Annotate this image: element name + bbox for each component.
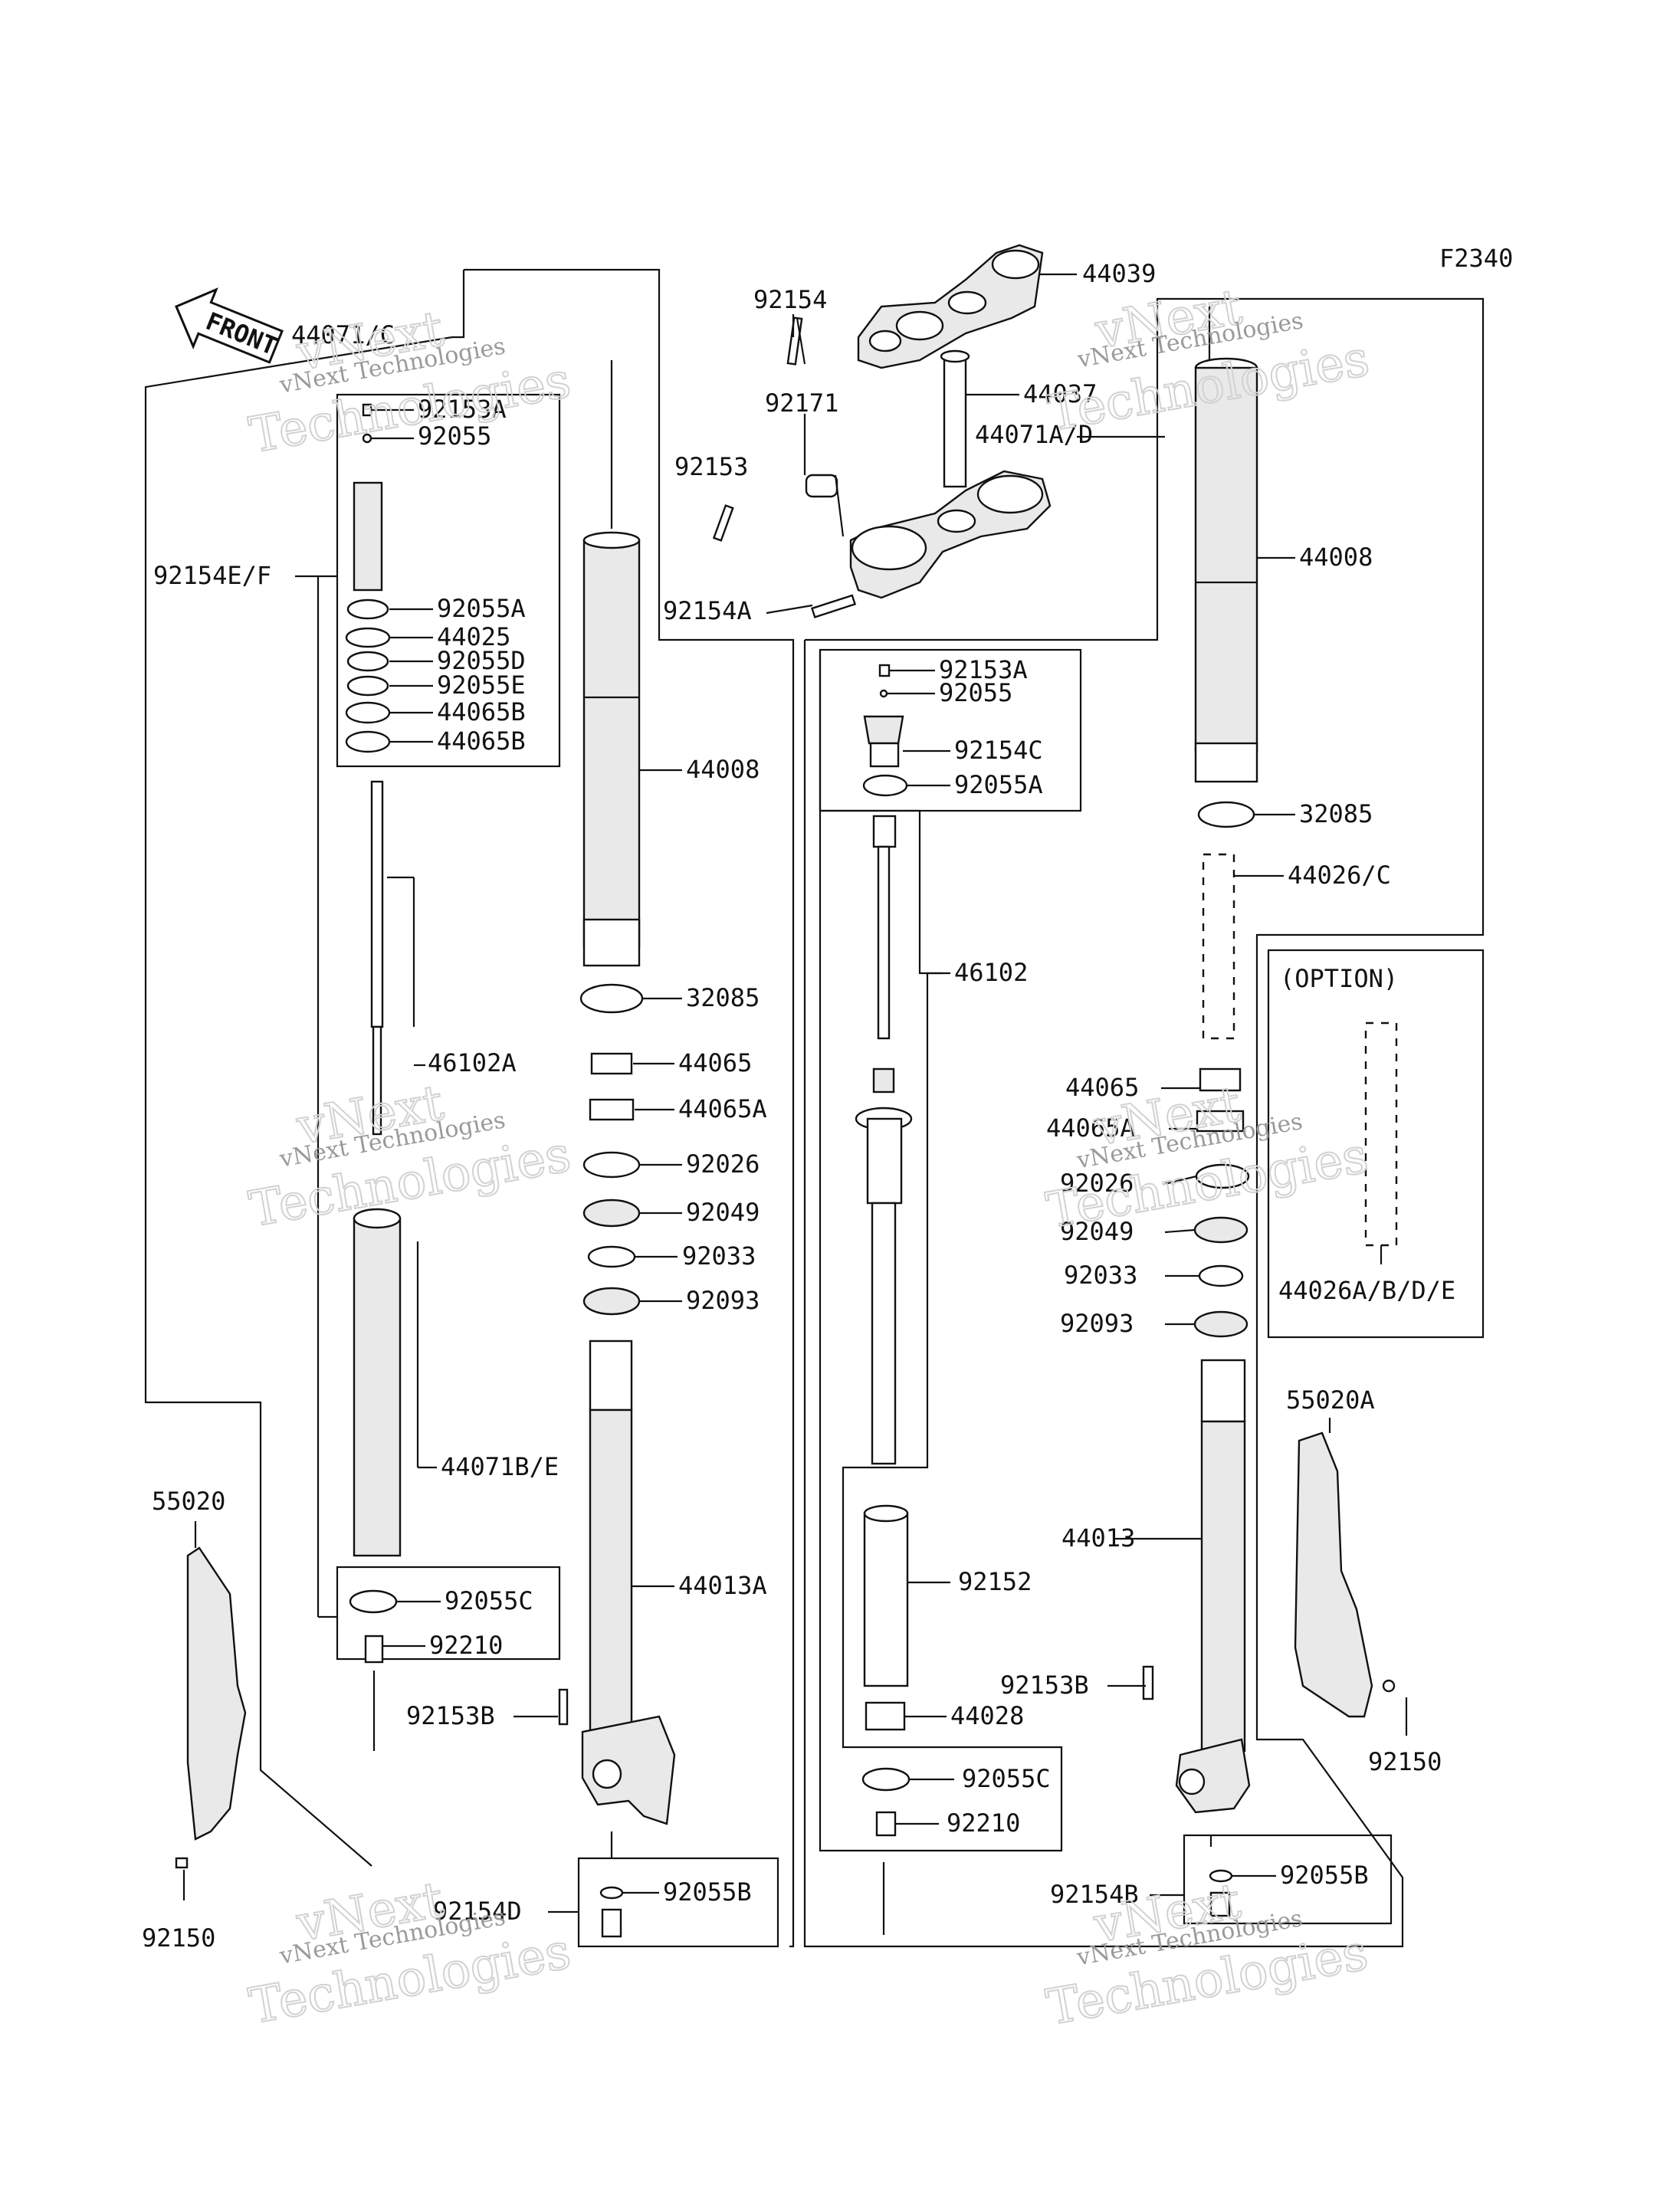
label-right-92152: 92152: [958, 1567, 1032, 1596]
clamp-bolts: [712, 316, 857, 618]
diagram-code: F2340: [1439, 244, 1513, 273]
label-right-92055c: 92055C: [962, 1764, 1051, 1793]
label-left-44008: 44008: [686, 755, 760, 784]
right-outer-tube: [1194, 307, 1258, 783]
label-44039: 44039: [1082, 259, 1156, 288]
label-left-44071b-e: 44071B/E: [441, 1452, 559, 1481]
label-right-32085: 32085: [1299, 799, 1373, 828]
label-left-44065: 44065: [678, 1048, 752, 1077]
label-left-92154e-f: 92154E/F: [153, 561, 271, 590]
label-right-46102: 46102: [954, 958, 1028, 987]
label-right-92154c: 92154C: [954, 736, 1043, 765]
label-left-44013a: 44013A: [678, 1571, 767, 1600]
label-right-44026a-b-d-e: 44026A/B/D/E: [1278, 1276, 1455, 1305]
label-left-44065b-2: 44065B: [437, 726, 526, 756]
label-right-92154b: 92154B: [1050, 1880, 1139, 1909]
label-right-55020a: 55020A: [1286, 1385, 1375, 1415]
leader-lines: [182, 273, 1408, 1913]
label-44037: 44037: [1023, 379, 1097, 408]
label-left-92033: 92033: [682, 1241, 756, 1271]
left-seal-stack: [579, 983, 644, 1316]
label-44071a-d: 44071A/D: [975, 420, 1093, 449]
option-spring: [1364, 1021, 1398, 1264]
option-label: (OPTION): [1280, 964, 1398, 993]
left-damper-rod: [370, 780, 415, 1136]
label-right-92055a: 92055A: [954, 770, 1043, 799]
label-left-92153b: 92153B: [406, 1701, 495, 1730]
label-44071-c: 44071/C: [291, 320, 395, 349]
lower-triple-clamp: [849, 470, 1052, 599]
left-cartridge-top: [345, 403, 391, 753]
right-damper-rod: [855, 815, 950, 1465]
label-right-92055b: 92055B: [1280, 1861, 1369, 1890]
front-arrow-icon: FRONT: [175, 287, 284, 364]
part-labels: 44039 92154 44071/C 44037 92171 44071A/D…: [142, 259, 1455, 1953]
label-left-92154d: 92154D: [433, 1897, 522, 1926]
label-right-44065: 44065: [1065, 1073, 1139, 1102]
upper-triple-clamp: [857, 244, 1044, 369]
label-right-92055: 92055: [939, 678, 1012, 707]
label-right-44013: 44013: [1061, 1523, 1135, 1553]
label-left-55020: 55020: [152, 1487, 225, 1516]
right-cartridge-top: [862, 664, 908, 797]
left-fork-guard: [186, 1546, 247, 1841]
right-fork-guard: [1294, 1431, 1396, 1718]
watermark-top-left: vNext vNext Technologies Technologies: [244, 300, 576, 465]
label-left-44025: 44025: [437, 622, 510, 651]
label-right-92150: 92150: [1368, 1747, 1442, 1776]
left-lower-small-parts: [175, 1589, 624, 1938]
label-left-44065a: 44065A: [678, 1094, 767, 1123]
watermark-bottom-left: vNext vNext Technologies Technologies: [244, 1871, 576, 2036]
right-spring-and-seals: [1193, 801, 1255, 1338]
label-92154: 92154: [753, 285, 827, 314]
label-left-92026: 92026: [686, 1149, 760, 1179]
label-left-92153a: 92153A: [418, 395, 507, 424]
label-92154a: 92154A: [663, 596, 752, 625]
right-small-parts: [861, 1504, 911, 1935]
label-left-46102a: 46102A: [428, 1048, 517, 1077]
label-left-92055d: 92055D: [437, 646, 526, 675]
label-left-32085: 32085: [686, 983, 760, 1012]
label-right-92153a: 92153A: [939, 655, 1028, 684]
label-left-92093: 92093: [686, 1286, 760, 1315]
label-right-92210: 92210: [947, 1808, 1020, 1838]
label-left-92049: 92049: [686, 1198, 760, 1227]
label-left-92055c: 92055C: [445, 1586, 533, 1615]
left-cartridge-cylinder: [353, 1208, 419, 1557]
label-left-92055b: 92055B: [663, 1877, 752, 1907]
label-right-92049: 92049: [1060, 1217, 1134, 1246]
watermark-mid-left: vNext vNext Technologies Technologies: [244, 1074, 576, 1239]
left-outer-tube: [582, 360, 641, 967]
label-92153: 92153: [674, 452, 748, 481]
label-right-92033: 92033: [1064, 1261, 1137, 1290]
label-right-44008: 44008: [1299, 543, 1373, 572]
label-right-92153b: 92153B: [1000, 1671, 1089, 1700]
label-left-92055a: 92055A: [437, 594, 526, 623]
label-right-92093: 92093: [1060, 1309, 1134, 1338]
label-left-44065b-1: 44065B: [437, 697, 526, 726]
label-left-92150: 92150: [142, 1923, 215, 1953]
label-right-44065a: 44065A: [1046, 1113, 1135, 1143]
label-left-92055: 92055: [418, 421, 491, 451]
label-right-92026: 92026: [1060, 1169, 1134, 1198]
label-right-44026-c: 44026/C: [1288, 861, 1391, 890]
steering-stem: [940, 349, 970, 488]
right-inner-tube: [1142, 1359, 1251, 1917]
assembly-outlines: [144, 268, 1485, 1948]
label-left-92055e: 92055E: [437, 671, 526, 700]
label-right-44028: 44028: [950, 1701, 1024, 1730]
label-left-92210: 92210: [429, 1631, 503, 1660]
label-92171: 92171: [765, 389, 838, 418]
left-inner-tube: [581, 1340, 676, 1858]
